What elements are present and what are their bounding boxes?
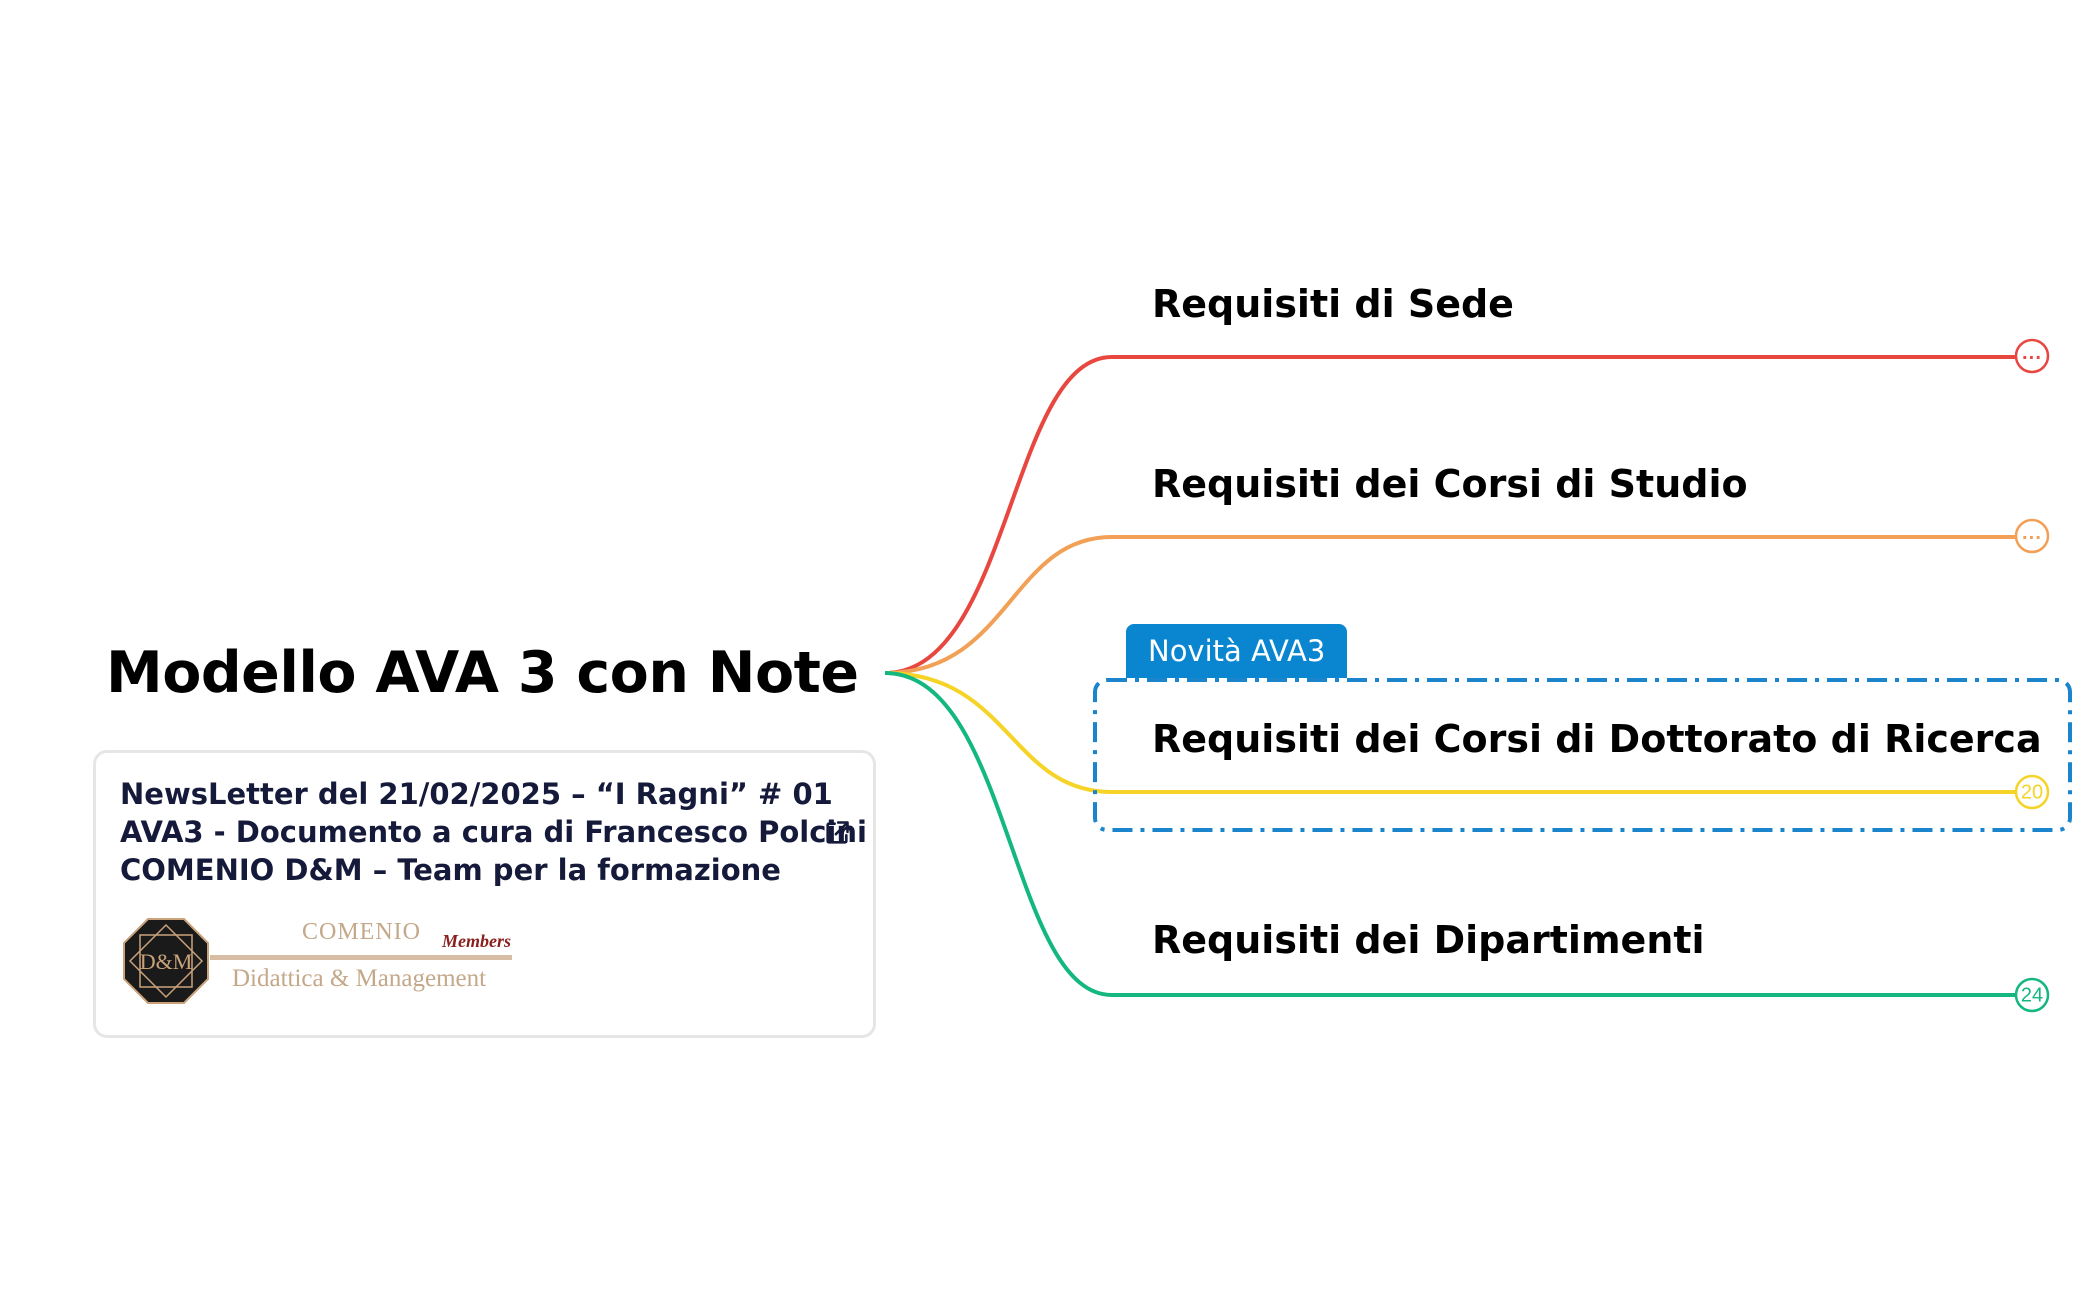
note-line-document: AVA3 - Documento a cura di Francesco Pol… xyxy=(120,815,867,849)
external-link-arrow xyxy=(834,821,849,836)
branch-connector-dipartimenti xyxy=(884,671,2020,997)
collapse-circle xyxy=(2014,518,2050,554)
collapse-marker-dottorato[interactable]: 20 xyxy=(2014,774,2050,810)
comenio-logo: D&M COMENIO Members Didattica & Manageme… xyxy=(122,917,522,1009)
logo-comenio-text: COMENIO xyxy=(302,919,421,945)
novita-ava3-tag[interactable]: Novità AVA3 xyxy=(1126,624,1348,678)
badge-inner-border xyxy=(128,923,204,999)
note-card[interactable]: NewsLetter del 21/02/2025 – “I Ragni” # … xyxy=(93,750,876,1038)
marker-text: ··· xyxy=(2022,527,2042,549)
marker-text: 24 xyxy=(2021,984,2043,1006)
badge-inner-square xyxy=(139,934,193,988)
dm-badge-icon: D&M xyxy=(123,918,209,1004)
note-line-newsletter: NewsLetter del 21/02/2025 – “I Ragni” # … xyxy=(120,777,833,811)
collapse-circle xyxy=(2014,977,2050,1013)
note-line-team: COMENIO D&M – Team per la formazione xyxy=(120,853,781,887)
collapse-marker-dipartimenti[interactable]: 24 xyxy=(2014,977,2050,1013)
collapse-circle xyxy=(2014,774,2050,810)
branch-label-corsi-studio[interactable]: Requisiti dei Corsi di Studio xyxy=(1152,462,1748,506)
branch-label-sede[interactable]: Requisiti di Sede xyxy=(1152,282,1514,326)
external-link-icon[interactable] xyxy=(823,819,851,847)
logo-members-text: Members xyxy=(442,931,511,951)
collapse-marker-sede[interactable]: ··· xyxy=(2014,338,2050,374)
logo-divider-bar xyxy=(210,955,512,960)
highlight-boundary xyxy=(1093,678,2072,832)
badge-octagon xyxy=(123,918,209,1004)
branch-connector-sede xyxy=(884,355,2020,675)
branch-label-dottorato[interactable]: Requisiti dei Corsi di Dottorato di Rice… xyxy=(1152,717,2042,761)
collapse-marker-corsi-studio[interactable]: ··· xyxy=(2014,518,2050,554)
collapse-circle xyxy=(2014,338,2050,374)
branch-label-dipartimenti[interactable]: Requisiti dei Dipartimenti xyxy=(1152,918,1705,962)
branch-connector-corsi-studio xyxy=(884,535,2020,675)
logo-didattica-text: Didattica & Management xyxy=(232,965,487,992)
marker-text: 20 xyxy=(2021,781,2043,803)
external-link-box xyxy=(826,822,848,844)
root-topic-title[interactable]: Modello AVA 3 con Note xyxy=(106,640,859,706)
marker-text: ··· xyxy=(2022,347,2042,369)
branch-connector-dottorato xyxy=(884,671,2020,794)
badge-initials: D&M xyxy=(140,949,193,974)
